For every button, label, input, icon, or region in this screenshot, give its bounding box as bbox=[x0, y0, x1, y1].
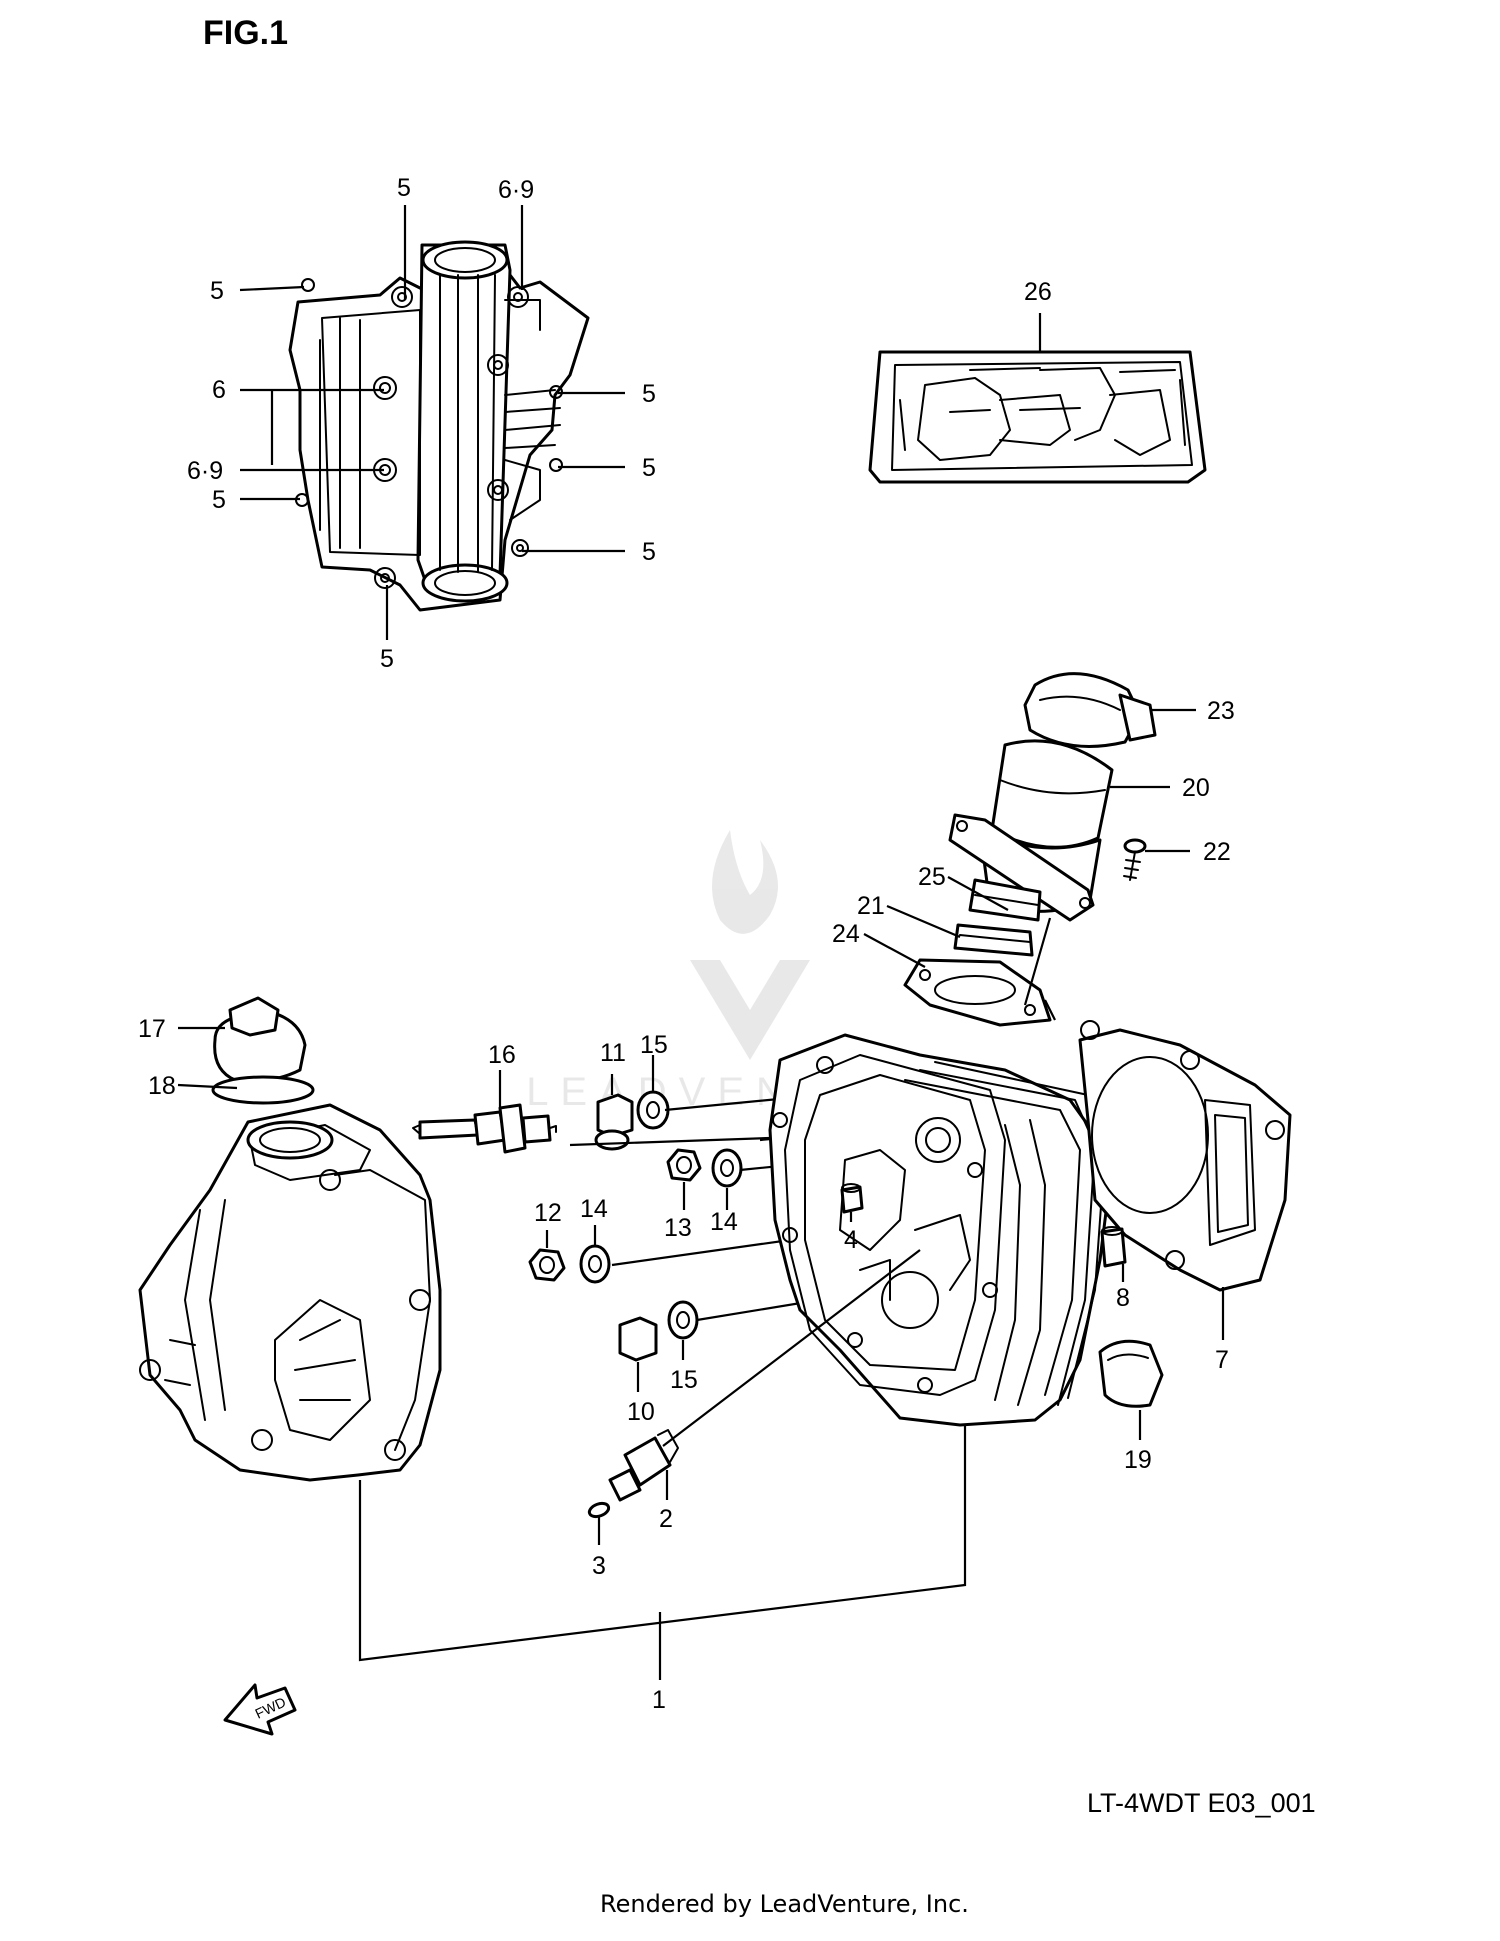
spark-plug-16 bbox=[412, 1103, 557, 1154]
diagram-code: LT-4WDT E03_001 bbox=[1087, 1788, 1316, 1818]
cylinder-head-1 bbox=[768, 1033, 1112, 1427]
callout-23: 23 bbox=[1207, 697, 1235, 725]
callout-6-9-top: 6·9 bbox=[498, 176, 534, 204]
cylinder-head-cover bbox=[138, 1103, 442, 1482]
callout-10: 10 bbox=[627, 1398, 655, 1426]
head-cover-underside bbox=[288, 240, 590, 612]
callout-14-right: 14 bbox=[710, 1208, 738, 1236]
callout-13: 13 bbox=[664, 1214, 692, 1242]
callout-24: 24 bbox=[832, 920, 860, 948]
callout-6-9-left: 6·9 bbox=[187, 457, 223, 485]
nut-13 bbox=[666, 1148, 702, 1182]
callout-15-top: 15 bbox=[640, 1031, 668, 1059]
screw-22 bbox=[1123, 838, 1147, 881]
callout-19: 19 bbox=[1124, 1446, 1152, 1474]
dowel-pin-8 bbox=[1100, 1226, 1127, 1268]
figure-title: FIG.1 bbox=[203, 14, 289, 52]
o-ring-3 bbox=[587, 1501, 611, 1519]
callout-22: 22 bbox=[1203, 838, 1231, 866]
plug-bolt-10 bbox=[618, 1316, 658, 1362]
callout-21: 21 bbox=[857, 892, 885, 920]
callout-16: 16 bbox=[488, 1041, 516, 1069]
washer-14-low bbox=[579, 1244, 611, 1284]
intake-gasket-24 bbox=[903, 958, 1052, 1027]
callout-17: 17 bbox=[138, 1015, 166, 1043]
callout-26: 26 bbox=[1024, 278, 1052, 306]
callout-5-bottom: 5 bbox=[380, 645, 394, 673]
cylinder-head-gasket-7 bbox=[1078, 1020, 1292, 1292]
callout-15-bottom: 15 bbox=[670, 1366, 698, 1394]
callout-2: 2 bbox=[659, 1505, 673, 1533]
intake-pipe-20 bbox=[948, 739, 1114, 922]
callout-25: 25 bbox=[918, 863, 946, 891]
callout-1: 1 bbox=[652, 1686, 666, 1714]
callout-20: 20 bbox=[1182, 774, 1210, 802]
callout-3: 3 bbox=[592, 1552, 606, 1580]
callout-8: 8 bbox=[1116, 1284, 1130, 1312]
gasket-set-26 bbox=[868, 350, 1207, 484]
fwd-arrow-icon: FWD bbox=[223, 1683, 297, 1736]
washer-15-top bbox=[636, 1090, 670, 1130]
oil-jet-2 bbox=[608, 1429, 679, 1502]
callout-11: 11 bbox=[600, 1039, 626, 1067]
washer-14-mid bbox=[711, 1148, 743, 1188]
callout-4: 4 bbox=[844, 1226, 858, 1254]
oil-filler-cap-17 bbox=[213, 996, 307, 1083]
o-ring-18 bbox=[211, 1075, 315, 1105]
callout-18: 18 bbox=[148, 1072, 176, 1100]
callout-labels: 5 6·9 5 6 6·9 5 5 5 5 5 26 23 20 22 25 2… bbox=[138, 174, 1235, 1714]
insulator-21 bbox=[953, 923, 1034, 957]
callout-5-right-top: 5 bbox=[642, 380, 656, 408]
callout-14-left: 14 bbox=[580, 1195, 608, 1223]
footer-credit: Rendered by LeadVenture, Inc. bbox=[600, 1890, 969, 1918]
callout-6-left: 6 bbox=[212, 376, 226, 404]
callout-5-left-top: 5 bbox=[210, 277, 224, 305]
callout-5-right-mid: 5 bbox=[642, 454, 656, 482]
callout-5-top: 5 bbox=[397, 174, 411, 202]
plug-bolt-11 bbox=[594, 1093, 634, 1151]
washer-15-low bbox=[667, 1300, 699, 1340]
cap-19 bbox=[1098, 1339, 1164, 1408]
hose-clamp-23 bbox=[1023, 672, 1157, 748]
nut-12 bbox=[528, 1248, 566, 1282]
callout-7: 7 bbox=[1215, 1346, 1229, 1374]
callout-5-right-bottom: 5 bbox=[642, 538, 656, 566]
callout-12: 12 bbox=[534, 1199, 562, 1227]
callout-5-left-bottom: 5 bbox=[212, 486, 226, 514]
